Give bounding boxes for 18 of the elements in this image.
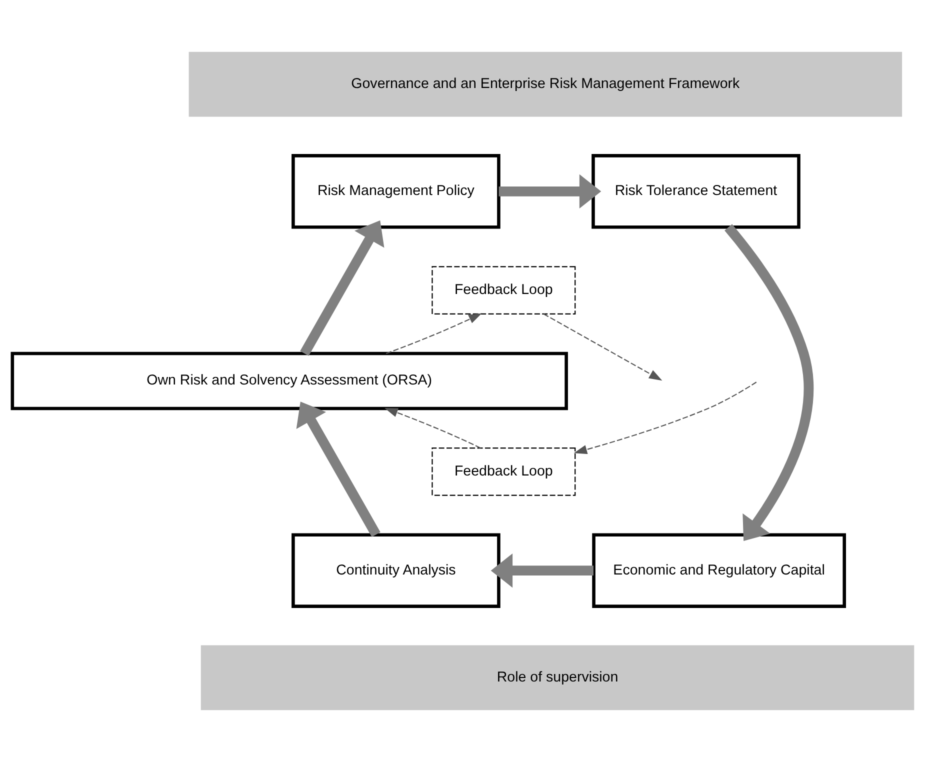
node-box: Feedback Loop	[432, 266, 576, 314]
arrow	[543, 313, 662, 380]
arrow	[296, 401, 380, 536]
arrow	[386, 312, 482, 354]
arrow	[574, 381, 757, 454]
arrow	[490, 552, 594, 588]
node-box: Role of supervision	[200, 644, 914, 710]
node-box: Risk Management Policy	[292, 154, 500, 228]
node-box: Risk Tolerance Statement	[592, 154, 800, 228]
node-box: Own Risk and Solvency Assessment (ORSA)	[10, 351, 568, 410]
arrow	[498, 174, 602, 208]
arrow	[384, 407, 481, 448]
arrow	[724, 224, 814, 540]
arrow	[300, 220, 384, 356]
node-box: Economic and Regulatory Capital	[592, 532, 846, 608]
node-box: Continuity Analysis	[292, 532, 500, 608]
node-box: Feedback Loop	[432, 447, 576, 496]
node-box: Governance and an Enterprise Risk Management Framework	[188, 51, 902, 116]
